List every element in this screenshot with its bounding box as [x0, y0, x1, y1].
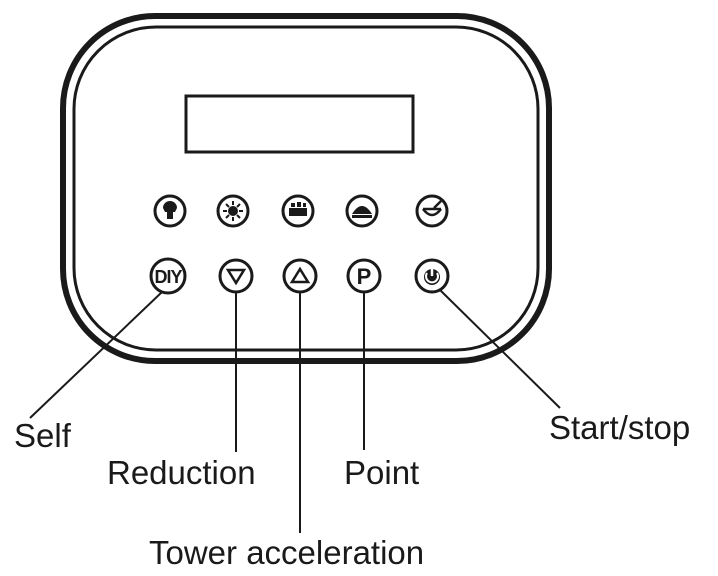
- start-stop-button[interactable]: [414, 258, 450, 294]
- panel-inner-border: [72, 25, 540, 352]
- top-button-4[interactable]: [345, 194, 379, 228]
- point-label: Point: [344, 454, 420, 491]
- start-stop-label: Start/stop: [549, 409, 691, 446]
- self-label: Self: [14, 417, 71, 454]
- point-button[interactable]: P: [346, 258, 382, 294]
- mode-icon-5: [422, 200, 442, 217]
- reduction-button[interactable]: [218, 258, 254, 294]
- diy-icon: DIY: [154, 267, 182, 287]
- mode-icon-4: [352, 206, 372, 218]
- display-screen: [184, 94, 415, 154]
- p-icon: P: [357, 264, 372, 289]
- mode-icon-2: [223, 201, 243, 221]
- diy-button[interactable]: DIY: [149, 257, 187, 295]
- mode-icon-3: [289, 202, 307, 216]
- top-button-1[interactable]: [153, 194, 187, 228]
- top-button-5[interactable]: [415, 194, 449, 228]
- triangle-up-icon: [289, 266, 311, 284]
- start-stop-leader-line: [439, 289, 561, 409]
- tower-acceleration-button[interactable]: [282, 258, 318, 294]
- reduction-label: Reduction: [107, 454, 256, 491]
- panel-outer-border: [60, 13, 552, 364]
- top-button-2[interactable]: [216, 194, 250, 228]
- mode-icon-1: [163, 201, 177, 219]
- tower-acceleration-label: Tower acceleration: [149, 534, 425, 571]
- self-leader-line: [29, 291, 163, 419]
- top-button-3[interactable]: [281, 194, 315, 228]
- triangle-down-icon: [225, 268, 247, 286]
- power-icon: [424, 268, 440, 285]
